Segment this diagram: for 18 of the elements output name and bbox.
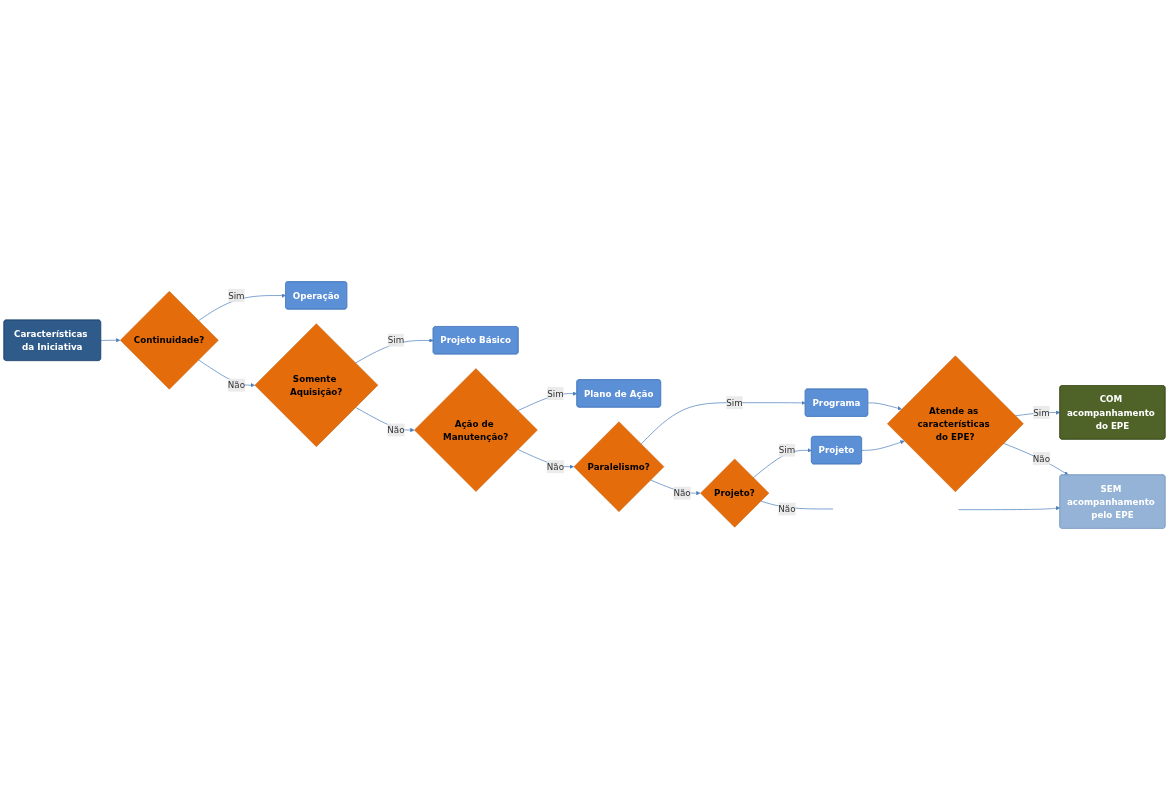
node-diamond: Continuidade? [120, 291, 219, 390]
edge-label: Não [673, 488, 691, 499]
edge-label: Sim [547, 388, 564, 399]
edge-label: Sim [778, 445, 796, 456]
edge-label: Sim [1033, 407, 1050, 418]
edge-label: Sim [726, 397, 743, 408]
node-diamond: Projeto? [700, 458, 770, 528]
edge-label: Não [778, 503, 796, 515]
edge-label: Sim [228, 290, 245, 301]
edge-label: Não [546, 461, 565, 472]
node-diamond: Ação de Manutenção? [414, 368, 538, 492]
node-diamond: Somente Aquisição? [254, 323, 379, 447]
edge-label: Não [227, 380, 245, 391]
edge-label: Sim [387, 335, 405, 346]
node-diamond: Paralelismo? [573, 421, 665, 512]
edge-label: Não [1032, 453, 1051, 464]
edge-label: Não [387, 424, 405, 436]
node-diamond: Atende as características do EPE? [887, 355, 1024, 492]
